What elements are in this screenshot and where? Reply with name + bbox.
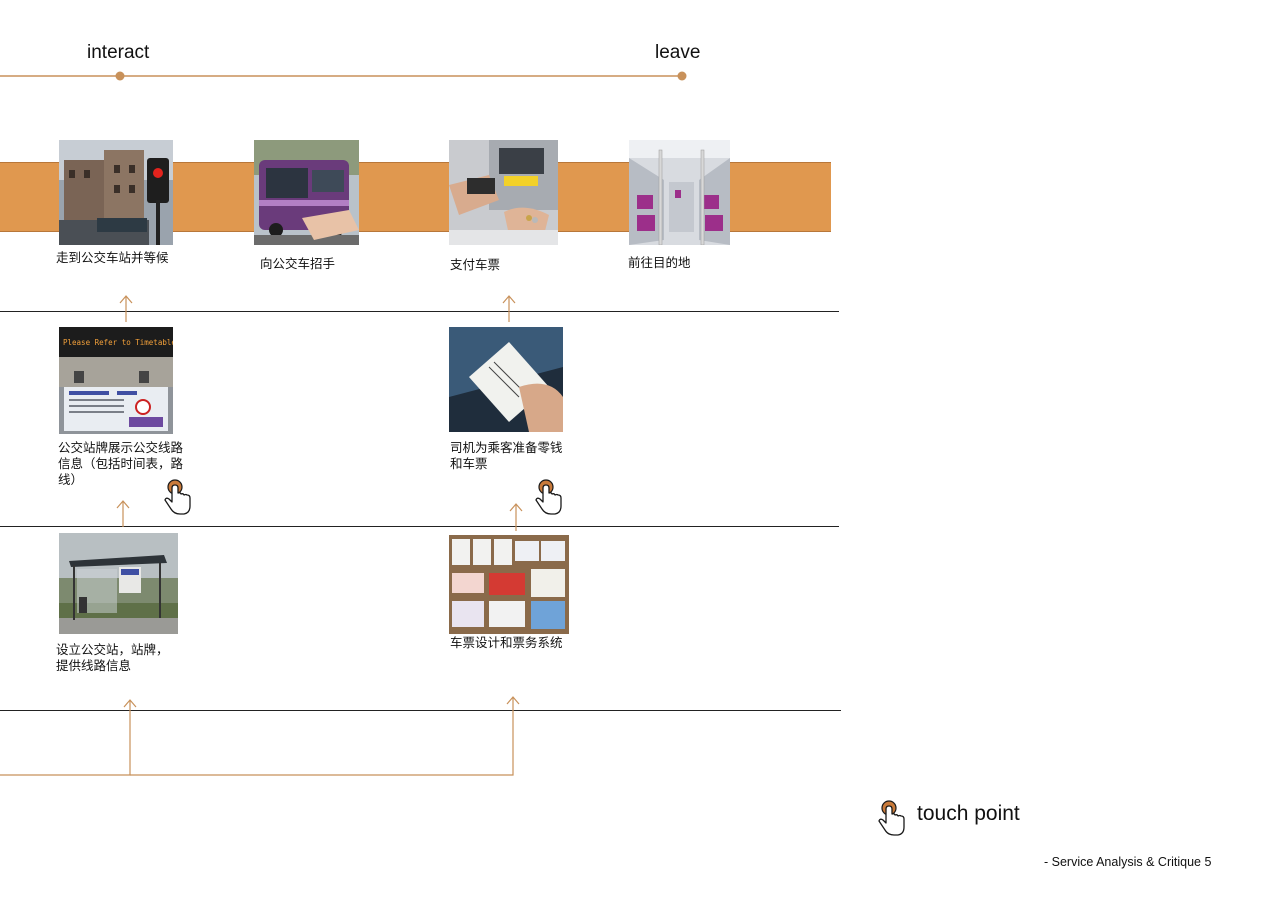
caption-ticket-system: 车票设计和票务系统: [450, 635, 563, 650]
sign-led-text: Please Refer to Timetable: [63, 338, 173, 347]
caption-bus-stop-setup: 设立公交站，站牌，提供线路信息: [56, 642, 169, 673]
timeline-line: [0, 71, 687, 81]
caption-hail-bus: 向公交车招手: [260, 256, 336, 271]
photo-hailing-bus: [254, 140, 359, 245]
photo-bus-stop-street: [59, 140, 173, 245]
photo-ticket-in-hand: [449, 327, 563, 432]
photo-bus-shelter: [59, 533, 178, 634]
hand-pointer-icon: [535, 479, 562, 515]
phase-label-interact: interact: [87, 42, 150, 63]
line-of-visibility: [0, 526, 839, 527]
caption-pay-fare: 支付车票: [450, 257, 501, 272]
phase-label-leave: leave: [655, 42, 701, 63]
photo-paying-fare: [449, 140, 558, 245]
line-of-internal-interaction: [0, 710, 841, 711]
page-footer: - Service Analysis & Critique 5: [1044, 855, 1212, 869]
caption-stop-sign-info: 公交站牌展示公交线路信息（包括时间表，路线）: [58, 440, 184, 487]
photo-ticket-collection: [449, 535, 569, 634]
caption-driver-change-ticket: 司机为乘客准备零钱和车票: [450, 440, 563, 471]
legend-hand-pointer-icon: [878, 800, 905, 836]
connector-arrows: [0, 295, 523, 776]
caption-go-to-destination: 前往目的地: [628, 255, 691, 270]
hand-pointer-icon: [164, 479, 191, 515]
photo-bus-interior: [629, 140, 730, 245]
legend-label: touch point: [917, 802, 1020, 825]
timeline-dot-leave: [677, 71, 687, 81]
photo-timetable-sign: Please Refer to Timetable: [59, 327, 173, 434]
caption-walk-to-stop: 走到公交车站并等候: [56, 250, 169, 265]
timeline-dot-interact: [115, 71, 125, 81]
line-of-interaction: [0, 311, 839, 312]
